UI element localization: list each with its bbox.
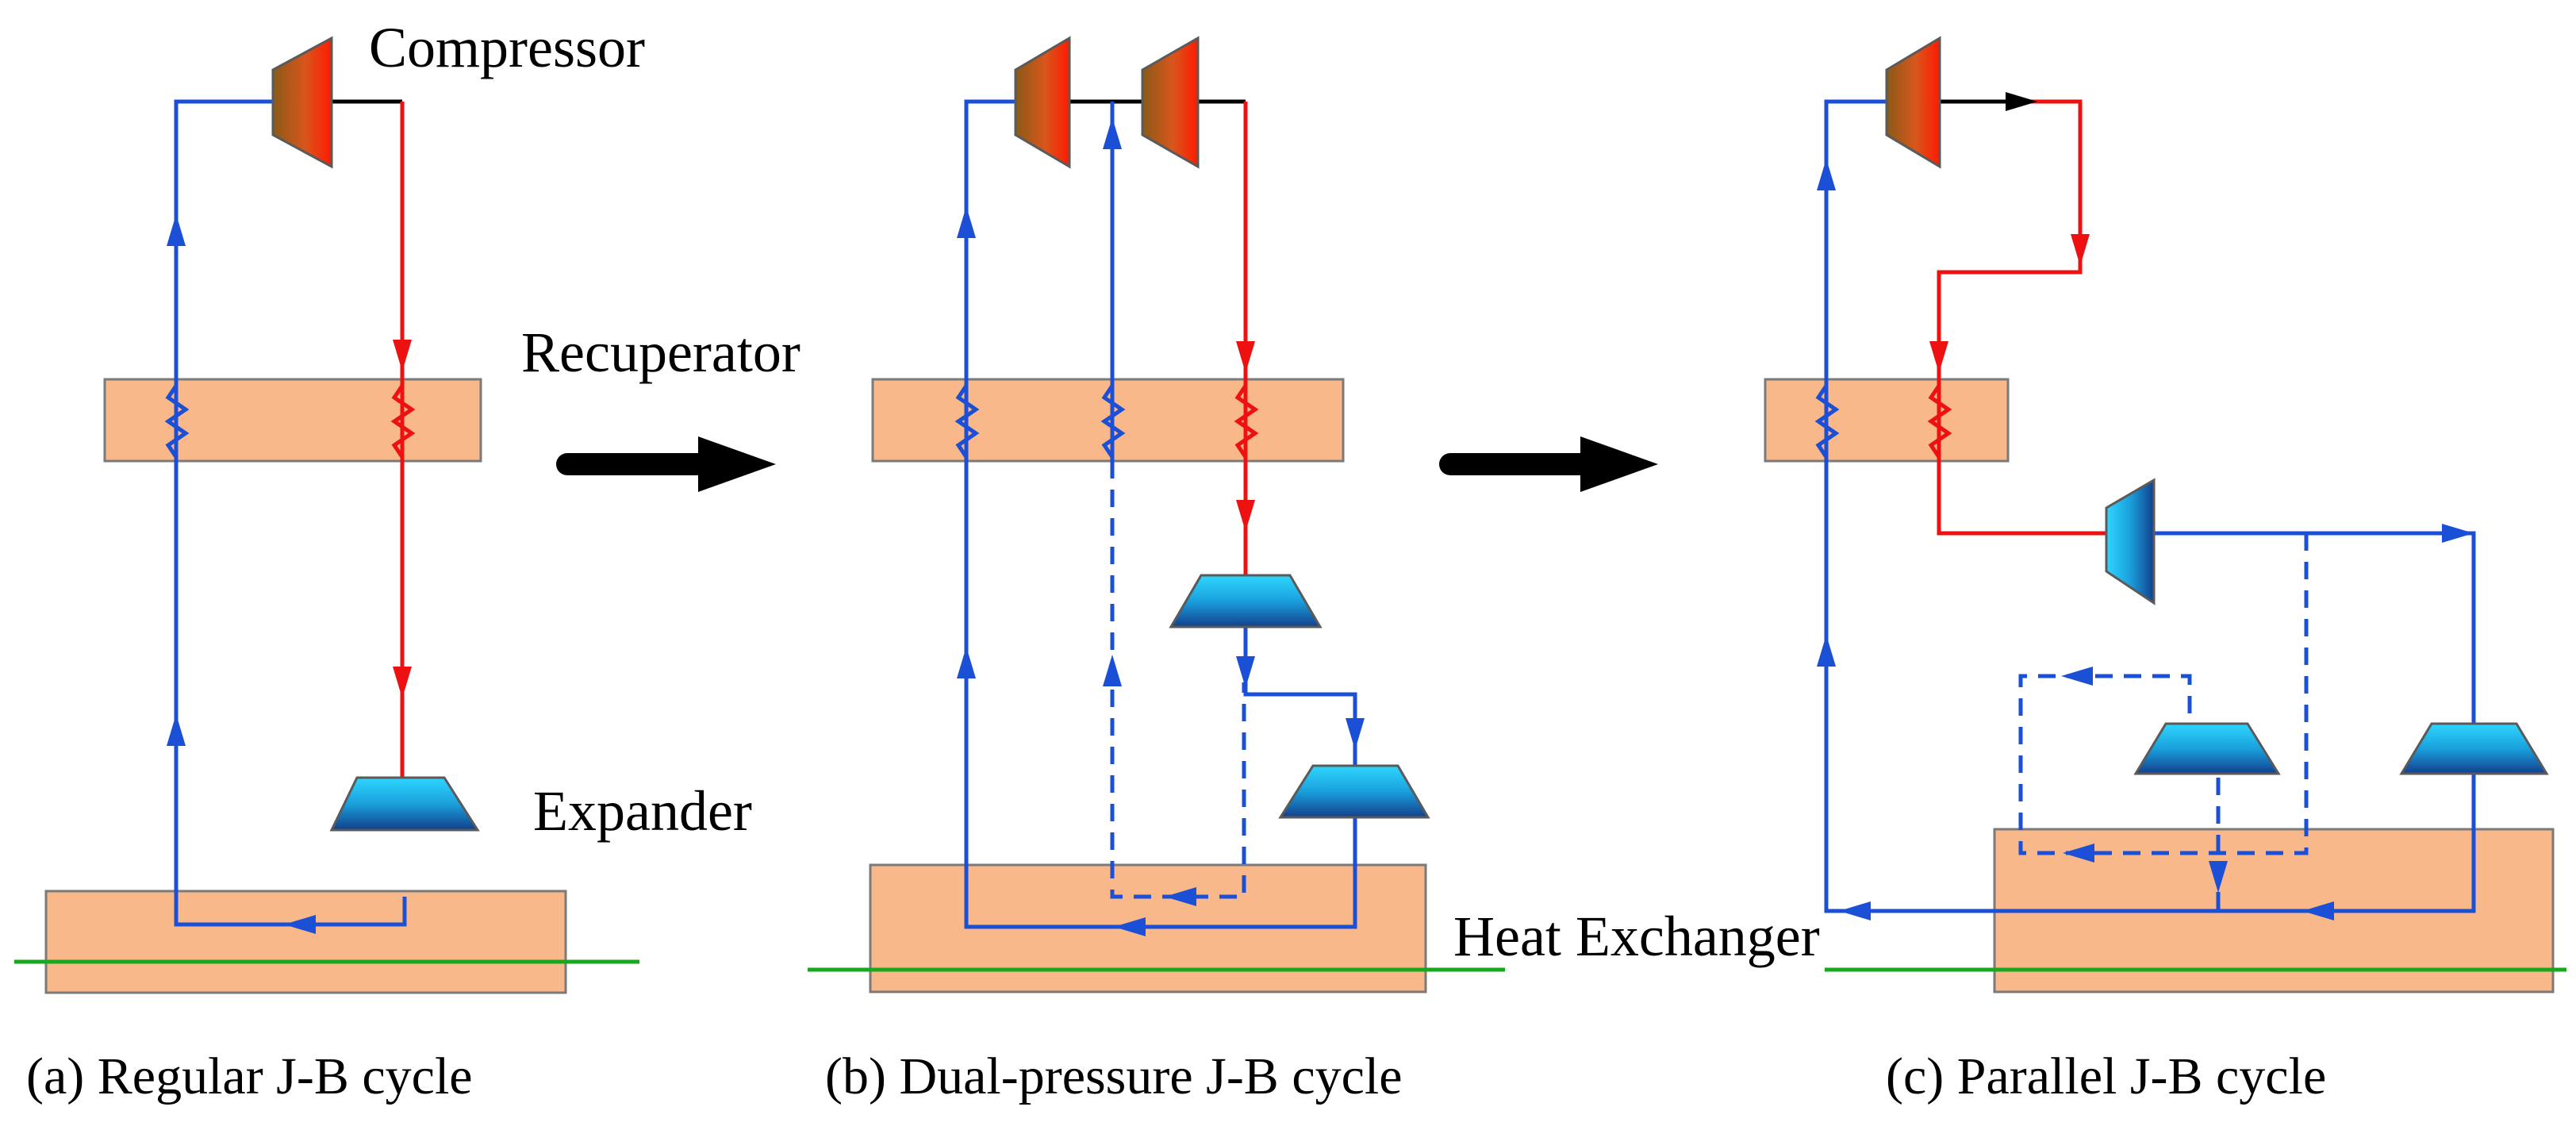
recuperator-coil-1-b — [954, 384, 980, 459]
expander-outlet-b — [1243, 627, 1357, 766]
flow-arrow-c-5 — [1929, 341, 1948, 373]
cold-flow-main-b — [964, 99, 1357, 929]
expander-2-icon-c — [2133, 722, 2281, 775]
flow-arrow-b-1 — [957, 206, 976, 238]
label-expander: Expander — [533, 779, 752, 843]
caption-b: (b) Dual-pressure J-B cycle — [825, 1047, 1403, 1105]
recuperator-box-c — [1764, 378, 2010, 463]
cold-flow-path-a — [174, 99, 407, 927]
recuperator-box-a — [103, 378, 482, 463]
flow-arrow-c-4 — [2071, 234, 2090, 266]
panel-a — [14, 36, 639, 994]
panel-b — [808, 36, 1505, 993]
arrow-right-icon — [556, 436, 776, 492]
expander-3-icon-c — [2399, 722, 2549, 775]
compressor-1-icon — [1014, 36, 1071, 169]
flow-arrow-b-3 — [1103, 117, 1122, 149]
flow-arrow-c-6 — [2442, 524, 2474, 543]
expander-1-icon — [1169, 574, 1323, 628]
flow-arrow-c-9 — [2209, 861, 2228, 893]
recuperator-coil-2-b — [1100, 384, 1126, 459]
flow-arrow-b-10 — [1165, 887, 1196, 906]
heat-exchanger-box-a — [44, 890, 567, 994]
expander-1-icon-c — [2105, 478, 2156, 605]
recuperator-coil-2-c — [1927, 384, 1952, 459]
flow-arrow-b-5 — [1236, 341, 1255, 373]
compressor-2-icon — [1141, 36, 1200, 169]
cold-flow-main-c — [1824, 99, 2476, 913]
compressor-icon — [271, 36, 333, 169]
label-heat-exchanger: Heat Exchanger — [1453, 905, 1820, 968]
expander-outlet-c — [2154, 531, 2476, 734]
label-compressor: Compressor — [369, 16, 645, 79]
flow-arrow-c-7 — [2061, 667, 2093, 686]
compressor-icon-c — [1885, 36, 1941, 169]
flow-arrow-b-4 — [1103, 655, 1122, 686]
arrow-right-icon-2 — [1439, 436, 1658, 492]
label-recuperator: Recuperator — [521, 321, 800, 384]
flow-arrow-c-8 — [2063, 844, 2094, 863]
flow-arrow-a-5 — [284, 915, 316, 934]
recuperator-coil-3-b — [1234, 384, 1259, 459]
panel-c — [1764, 36, 2566, 993]
expander-icon — [329, 776, 480, 832]
hot-flow-path-c — [1937, 99, 2106, 536]
flow-arrow-b-8 — [1346, 718, 1365, 750]
caption-c: (c) Parallel J-B cycle — [1886, 1047, 2326, 1105]
flow-arrow-c-10 — [2302, 901, 2334, 920]
flow-arrow-b-9 — [1114, 917, 1146, 936]
flow-arrow-b-7 — [1236, 656, 1255, 688]
caption-a: (a) Regular J-B cycle — [26, 1047, 473, 1105]
flow-arrow-c-2 — [1817, 635, 1836, 667]
recuperator-coil-hot-a — [390, 384, 416, 459]
flow-arrow-a-1 — [167, 214, 186, 246]
flow-arrow-b-2 — [957, 647, 976, 678]
recuperator-coil-1-c — [1814, 384, 1840, 459]
flow-arrow-a-3 — [393, 340, 412, 371]
flow-arrow-b-6 — [1236, 500, 1255, 532]
cold-flow-dashed-b — [1110, 461, 1246, 899]
flow-arrow-c-1 — [1817, 159, 1836, 190]
flow-arrow-c-11 — [1839, 901, 1871, 920]
flow-arrow-c-3 — [2006, 92, 2037, 111]
cold-flow-dashed-c — [2018, 533, 2309, 855]
flow-arrow-a-2 — [167, 714, 186, 746]
recuperator-coil-cold-a — [164, 384, 190, 459]
flow-arrow-a-4 — [393, 667, 412, 698]
expander-2-icon — [1278, 764, 1430, 819]
